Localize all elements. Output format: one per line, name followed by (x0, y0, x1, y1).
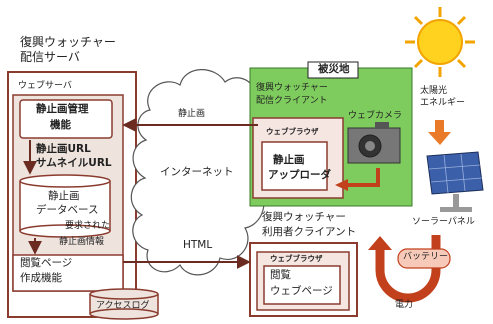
browse-line1: 閲覧ページ (20, 257, 73, 269)
sun-to-panel-arrow (435, 120, 444, 134)
user-client-title-line2: 利用者クライアント (262, 226, 357, 238)
browse-line2: 作成機能 (20, 272, 62, 284)
battery-icon (397, 248, 451, 269)
solar-line1: 太陽光 (420, 86, 448, 96)
battery-label: バッテリー (403, 252, 449, 262)
req-line1: 要求された (65, 221, 111, 231)
mgmt-line1: 静止画管理 (36, 103, 89, 115)
internet-label: インターネット (160, 166, 234, 178)
server-title-line2: 配信サーバ (20, 50, 80, 64)
solar-line2: エネルギー (420, 98, 466, 108)
camera-icon (347, 122, 401, 164)
still-image-arrow-label: 静止画 (178, 109, 206, 119)
camera-to-uploader-arrow (345, 168, 380, 187)
view-page-box (263, 265, 341, 305)
user-browser-label: ウェブブラウザ (270, 254, 323, 263)
view-line2: ウェブページ (270, 285, 333, 297)
access-log-cylinder (89, 288, 159, 320)
camera-label: ウェブカメラ (348, 111, 403, 121)
power-label: 電力 (395, 300, 414, 310)
delivery-client-line2: 配信クライアント (256, 96, 328, 106)
html-label: HTML (183, 239, 213, 251)
database-cylinder (19, 174, 111, 238)
mgmt-box (19, 99, 113, 139)
sun-icon (405, 7, 475, 77)
solar-panel-icon (426, 151, 484, 212)
disaster-area-label: 被災地 (318, 63, 350, 75)
internet-cloud (130, 69, 270, 276)
db-line2: データベース (36, 204, 99, 216)
url-line2: サムネイルURL (36, 157, 112, 169)
disaster-area-label-box (307, 61, 359, 79)
mgmt-line2: 機能 (50, 119, 71, 131)
access-log-label: アクセスログ (96, 301, 150, 311)
url-line1: 静止画URL (36, 143, 91, 155)
solar-panel-label: ソーラーパネル (412, 217, 475, 227)
uploader-box (261, 141, 328, 191)
delivery-client-line1: 復興ウォッチャー (256, 83, 328, 93)
web-server-label: ウェブサーバ (18, 81, 72, 91)
user-client-title-line1: 復興ウォッチャー (262, 211, 346, 223)
view-line1: 閲覧 (270, 269, 291, 281)
power-u-arrow (375, 235, 441, 303)
browse-page-box (12, 254, 124, 292)
db-line1: 静止画 (48, 190, 80, 202)
uploader-line1: 静止画 (273, 154, 305, 166)
server-title-line1: 復興ウォッチャー (20, 35, 116, 49)
uploader-line2: アップローダ (268, 169, 331, 181)
req-line2: 静止画情報 (59, 237, 105, 247)
disaster-browser-label: ウェブブラウザ (266, 127, 319, 136)
